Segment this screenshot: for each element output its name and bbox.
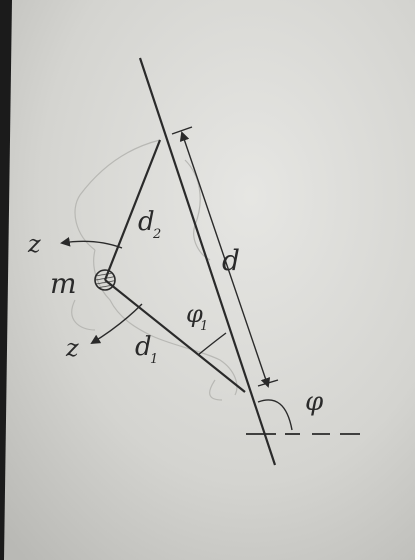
distance-d-tick-bottom [257,379,279,387]
angle-phi-arc [257,399,293,431]
label-phi: φ [305,387,324,417]
label-d: d [222,244,240,277]
label-d1-sub: 1 [150,352,158,367]
rotation-arrow-lower [90,303,143,345]
rotation-arrow-upper [60,236,123,249]
mass-point [94,269,116,291]
label-d1: d [135,332,152,362]
label-phi1-sub: 1 [200,319,208,334]
label-d2-sub: 2 [152,227,161,242]
label-z-upper: z [27,230,41,258]
angle-phi1-arc [197,332,227,356]
label-d2: d [138,207,155,237]
label-phi1: φ [186,300,203,328]
label-m: m [50,267,77,300]
distance-d-arrow [179,131,271,388]
side-d2 [103,139,162,281]
label-z-lower: z [65,334,79,362]
distance-d-tick-top [171,126,193,135]
